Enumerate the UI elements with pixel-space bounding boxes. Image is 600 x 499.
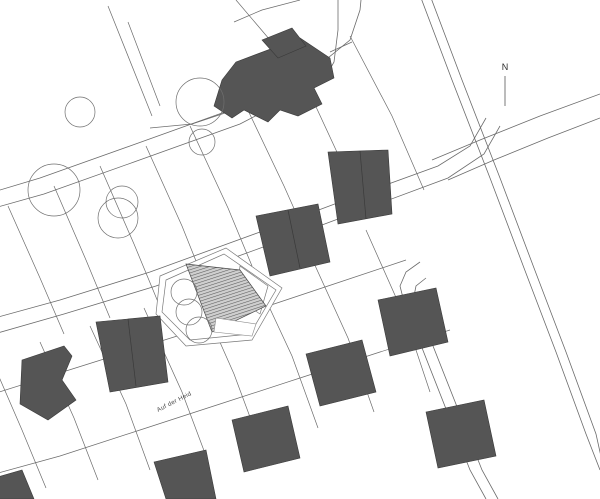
right-branch-road-a [431,93,600,161]
buildings-layer [0,27,497,499]
building-row-c [255,203,331,277]
building-top-small [261,27,307,59]
top-block-edge-b [329,41,353,53]
tree-subject-3 [185,316,213,344]
parcel-upper-rear [149,107,241,129]
building-bottom-edge [0,469,35,499]
parcel-div-4 [349,35,425,191]
parcel-div-7 [189,125,253,267]
parcel-bottom-1 [0,378,47,489]
parcel-div-11 [7,205,65,335]
tree-6 [97,197,139,239]
tree-subject-1 [170,278,198,306]
building-lower-mid-3 [305,339,377,407]
tree-3 [188,128,216,156]
building-row-b [327,149,393,225]
north-indicator: N [502,62,509,106]
parcel-div-9 [99,165,159,303]
lower-right-loop-a [399,261,487,499]
trees-layer [27,77,225,344]
parcel-div-3 [235,0,271,41]
right-branch-road-b [447,117,600,181]
parcel-div-1 [127,21,161,107]
top-block-edge-a [233,0,301,23]
building-lower-mid-1 [153,449,217,499]
building-row-b-party-wall [359,150,367,220]
tree-1 [64,96,96,128]
parcel-rear-line-2 [0,329,451,473]
parcel-div-10 [53,185,111,319]
building-lower-right-2 [425,399,497,469]
tree-4 [27,163,81,217]
building-row-d-party-wall [127,318,137,387]
terrace-area [213,317,257,337]
right-vertical-road-a [421,0,600,471]
tree-2 [175,77,225,127]
subject-property-layer [155,247,283,347]
building-top-main [213,37,335,123]
building-row-c-party-wall [287,209,301,269]
hatched-roof [185,263,267,333]
building-left-L [19,345,77,421]
right-vertical-road-b [431,0,600,454]
building-lower-mid-2 [231,405,301,473]
parcel-div-2 [107,5,153,117]
north-letter: N [502,62,509,72]
building-lower-right-1 [377,287,449,357]
tree-subject-2 [175,298,203,326]
